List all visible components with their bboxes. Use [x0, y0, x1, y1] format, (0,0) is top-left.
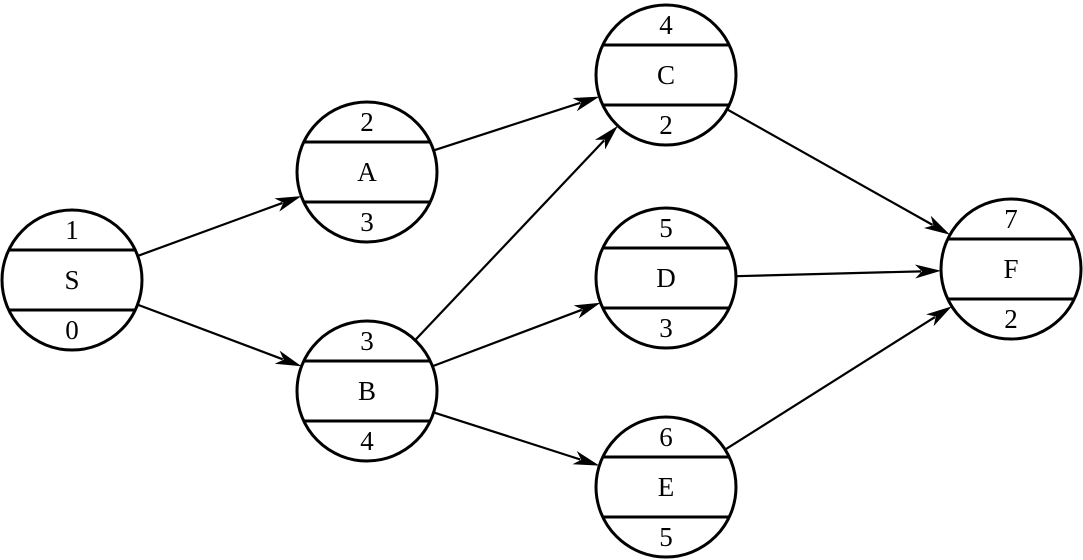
node-circle [939, 197, 1083, 341]
node-label: E [658, 472, 675, 502]
node-a: 2A 3 [295, 100, 439, 244]
node-label: F [1003, 254, 1018, 284]
node-bottom-value: 2 [659, 110, 673, 140]
edge-line [433, 101, 581, 152]
edge-line [735, 270, 922, 278]
arrowhead-icon [573, 302, 601, 319]
edge-b-c [414, 125, 618, 341]
node-top-value: 7 [1004, 204, 1018, 234]
node-top-value: 1 [65, 215, 79, 245]
node-bottom-value: 4 [360, 426, 374, 456]
node-bottom-value: 3 [659, 313, 673, 343]
node-label: A [357, 157, 377, 187]
edge-b-e [433, 411, 600, 466]
node-circle [295, 100, 439, 244]
node-label: S [64, 265, 79, 295]
edge-b-d [432, 302, 601, 368]
arrowhead-icon [274, 350, 302, 367]
node-bottom-value: 5 [659, 522, 673, 552]
node-top-value: 3 [360, 326, 374, 356]
node-e: 6E 5 [594, 415, 738, 559]
node-label: D [656, 263, 676, 293]
node-top-value: 2 [360, 107, 374, 137]
node-c: 4C 2 [594, 3, 738, 147]
edge-line [137, 201, 283, 257]
arrowhead-icon [594, 125, 618, 150]
edge-line [726, 108, 934, 226]
edge-line [433, 411, 581, 461]
node-d: 5D 3 [594, 206, 738, 350]
edge-line [414, 139, 605, 341]
node-top-value: 4 [659, 10, 673, 40]
node-circle [594, 206, 738, 350]
arrowhead-icon [274, 196, 302, 212]
node-bottom-value: 3 [360, 207, 374, 237]
node-label: C [657, 60, 675, 90]
node-top-value: 5 [659, 213, 673, 243]
node-circle [295, 319, 439, 463]
arrowhead-icon [572, 451, 600, 466]
edge-a-c [433, 96, 600, 152]
arrowhead-icon [572, 96, 600, 112]
edge-line [137, 303, 284, 361]
node-b: 3B 4 [295, 319, 439, 463]
edges-layer [137, 96, 952, 466]
edge-s-b [137, 303, 302, 367]
node-bottom-value: 0 [65, 315, 79, 345]
node-bottom-value: 2 [1004, 304, 1018, 334]
node-circle [594, 415, 738, 559]
edge-line [724, 316, 936, 451]
node-label: B [358, 376, 376, 406]
edge-line [432, 308, 583, 368]
edge-e-f [724, 306, 952, 451]
arrowhead-icon [926, 306, 952, 327]
node-s: 1S 0 [0, 208, 144, 352]
edge-s-a [137, 196, 302, 257]
node-f: 7F 2 [939, 197, 1083, 341]
arrowhead-icon [923, 215, 950, 235]
node-circle [594, 3, 738, 147]
node-top-value: 6 [659, 422, 673, 452]
node-circle [0, 208, 144, 352]
arrowhead-icon [914, 264, 941, 279]
edge-d-f [735, 264, 941, 279]
edge-c-f [726, 108, 950, 235]
